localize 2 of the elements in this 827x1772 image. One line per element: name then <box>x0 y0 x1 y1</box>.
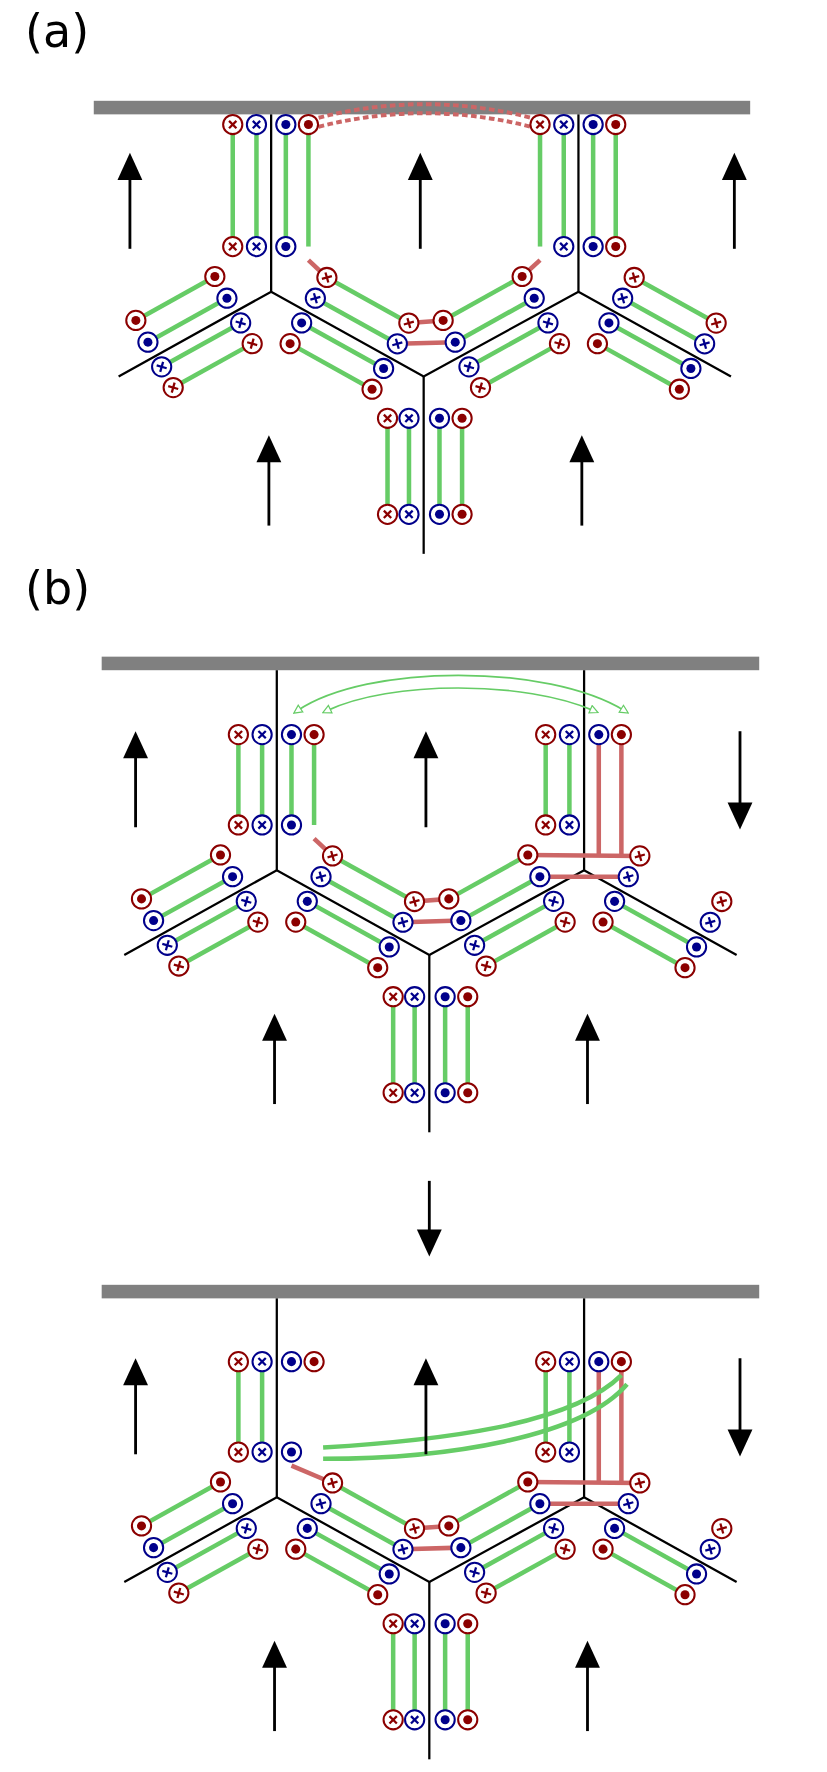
panel-label: (a) <box>25 8 90 54</box>
panel-label: (b) <box>25 565 91 611</box>
